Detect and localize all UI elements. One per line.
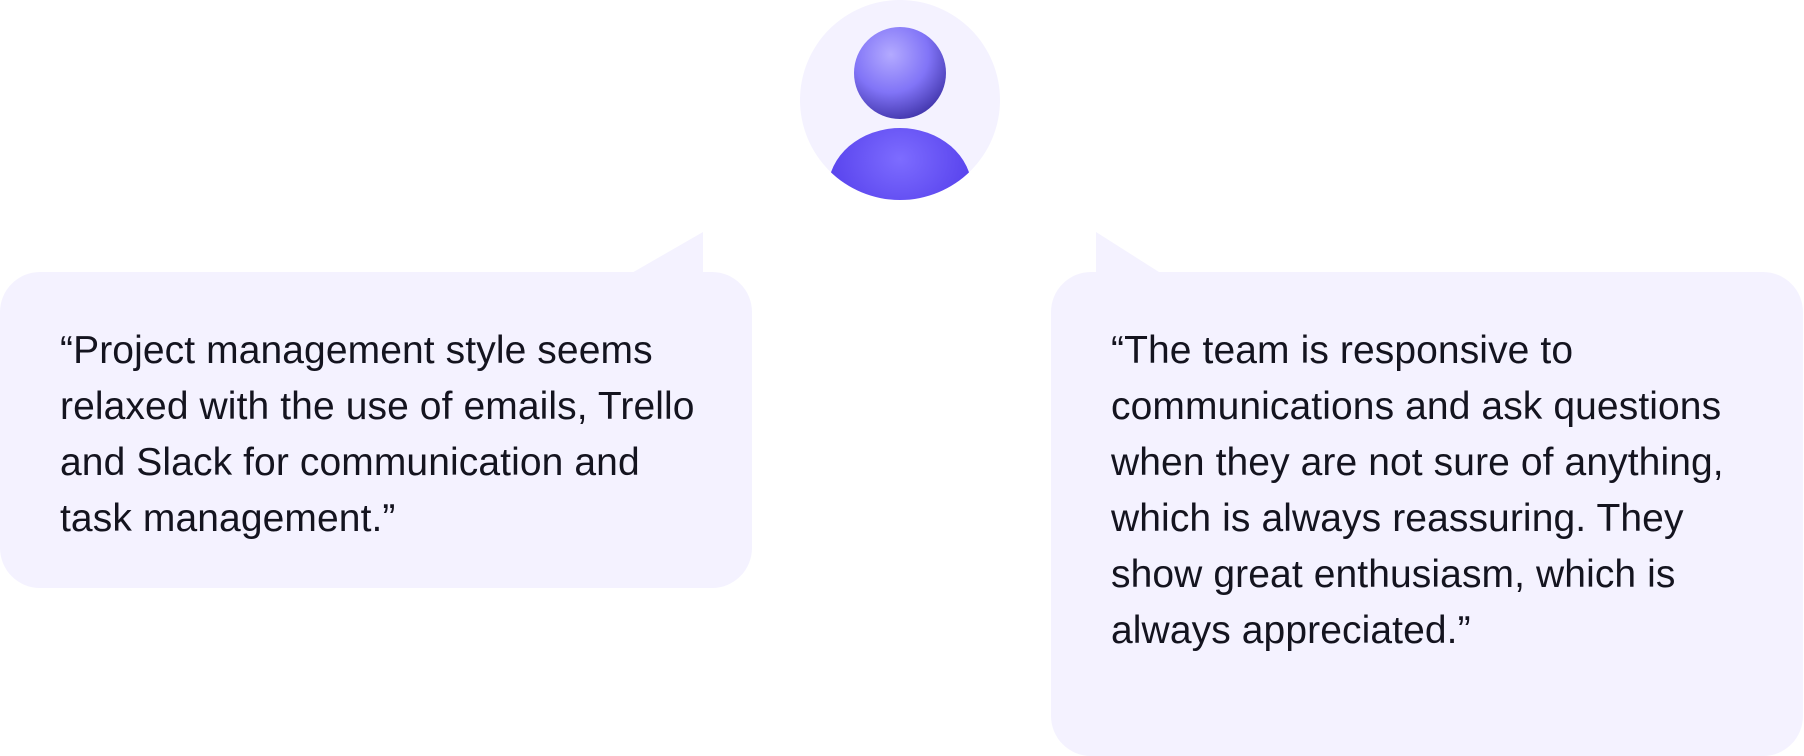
avatar-head: [854, 27, 946, 119]
user-avatar: [800, 0, 1000, 200]
avatar-body: [828, 128, 972, 200]
user-avatar-icon: [828, 27, 972, 200]
testimonial-bubble-right: “The team is responsive to communication…: [1051, 272, 1803, 756]
testimonial-bubble-left: “Project management style seems relaxed …: [0, 272, 752, 588]
testimonial-quote: “Project management style seems relaxed …: [60, 329, 695, 540]
testimonial-quote: “The team is responsive to communication…: [1111, 329, 1724, 652]
